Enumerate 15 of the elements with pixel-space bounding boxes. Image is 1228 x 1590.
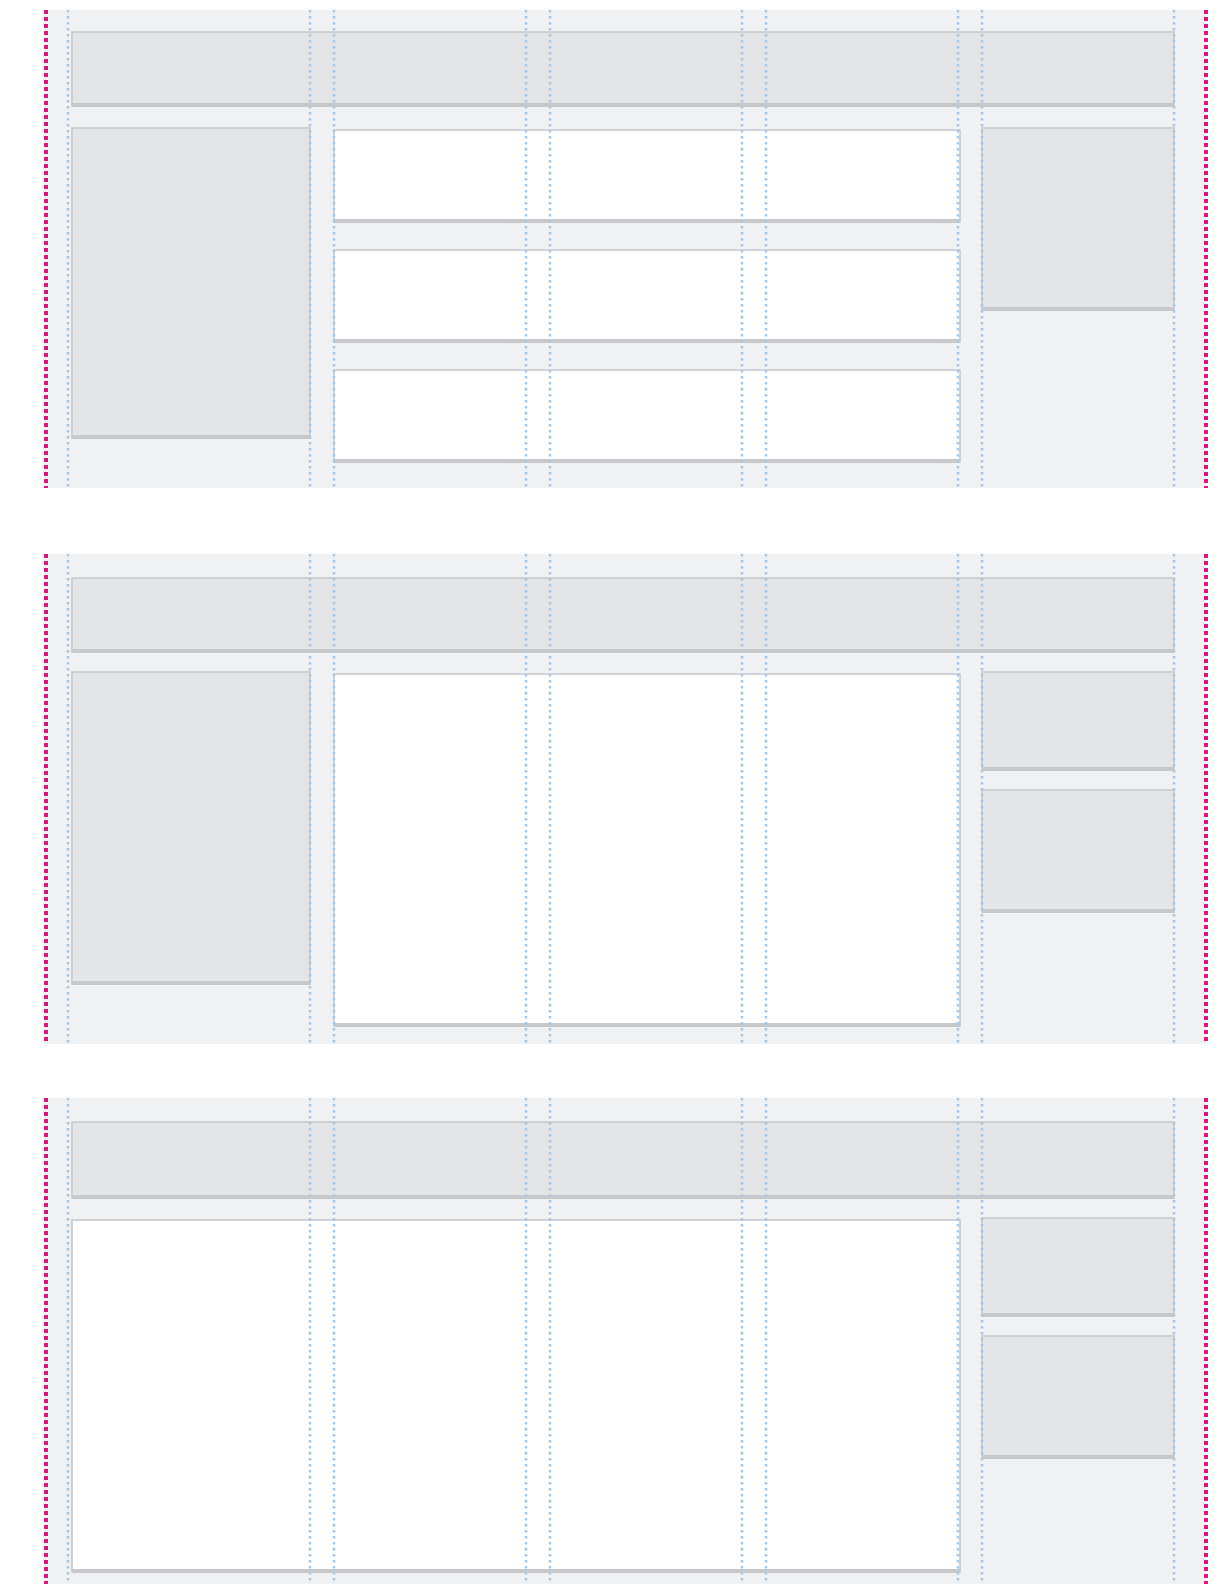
- placeholder-block: [981, 1217, 1175, 1317]
- placeholder-block: [71, 671, 311, 985]
- placeholder-block: [981, 671, 1175, 771]
- placeholder-block: [71, 577, 1175, 653]
- placeholder-block: [71, 31, 1175, 107]
- content-block: [71, 1219, 961, 1573]
- placeholder-block: [981, 127, 1175, 311]
- content-block: [333, 673, 961, 1027]
- placeholder-block: [71, 127, 311, 439]
- content-block: [333, 369, 961, 463]
- placeholder-block: [71, 1121, 1175, 1199]
- placeholder-block: [981, 1335, 1175, 1459]
- placeholder-block: [981, 789, 1175, 913]
- content-block: [333, 249, 961, 343]
- content-block: [333, 129, 961, 223]
